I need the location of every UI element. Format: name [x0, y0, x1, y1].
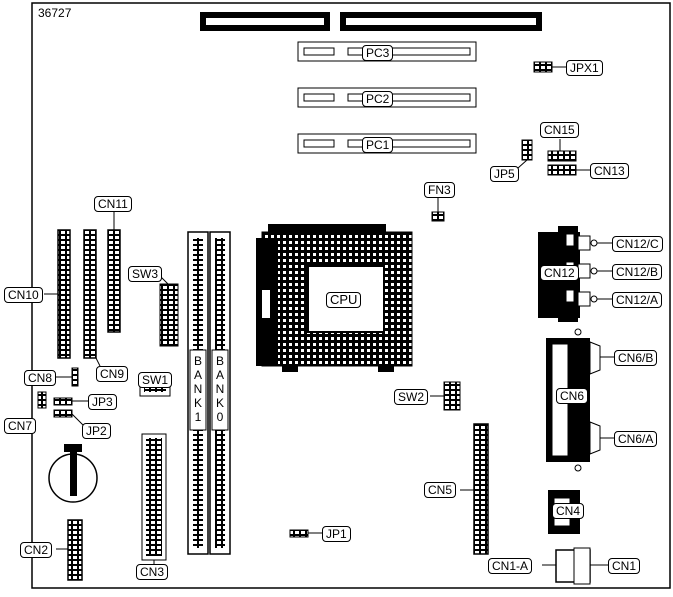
- cn15-header: [547, 150, 577, 162]
- cn5-header: [473, 423, 489, 555]
- label-cn12c: CN12/C: [612, 236, 663, 252]
- label-sw1: SW1: [138, 372, 173, 388]
- figure-id: 36727: [38, 6, 72, 20]
- jpx1-jumper: [533, 61, 553, 73]
- label-cn3: CN3: [136, 564, 169, 580]
- cn10-header: [57, 229, 71, 359]
- cpu-socket: [256, 224, 413, 372]
- label-cpu: CPU: [326, 292, 362, 308]
- cn7-header: [37, 391, 47, 409]
- battery: [48, 444, 98, 503]
- label-sw2: SW2: [394, 389, 429, 405]
- label-amp: AMP: [238, 314, 252, 344]
- jp3-jumper: [53, 397, 73, 406]
- label-bank1: BANK1: [191, 354, 205, 424]
- jp5-jumper: [521, 139, 533, 161]
- label-cn13: CN13: [590, 163, 629, 179]
- cn2-header: [67, 519, 83, 581]
- label-cn11: CN11: [94, 196, 132, 212]
- label-cn8: CN8: [24, 370, 57, 386]
- label-cn6b: CN6/B: [614, 350, 658, 366]
- jp1-jumper: [289, 529, 309, 538]
- fn3-header: [431, 211, 445, 222]
- cn11-header: [107, 229, 121, 333]
- label-cn4: CN4: [552, 503, 585, 519]
- label-bank0: BANK0: [213, 354, 227, 424]
- cn9-header: [83, 229, 97, 359]
- label-pc1: PC1: [362, 137, 394, 153]
- label-jpx1: JPX1: [566, 60, 603, 76]
- label-cn6a: CN6/A: [614, 431, 658, 447]
- label-cn12b: CN12/B: [612, 264, 663, 280]
- label-cn12a: CN12/A: [612, 292, 663, 308]
- label-cn12: CN12: [540, 265, 579, 281]
- label-cn2: CN2: [20, 542, 53, 558]
- sw3-switch: [159, 283, 179, 347]
- label-cn5: CN5: [424, 482, 457, 498]
- cn8-header: [71, 367, 79, 387]
- sw2-switch: [443, 381, 461, 411]
- label-jp2: JP2: [82, 423, 111, 439]
- label-cn7: CN7: [4, 418, 37, 434]
- label-jp1: JP1: [322, 526, 351, 542]
- label-cn10: CN10: [4, 287, 43, 303]
- label-cn6: CN6: [556, 388, 589, 404]
- label-jp3: JP3: [88, 394, 117, 410]
- cn13-header: [547, 164, 577, 176]
- label-sw3: SW3: [128, 266, 163, 282]
- label-cn15: CN15: [540, 122, 579, 138]
- label-pc3: PC3: [362, 45, 394, 61]
- label-fn3: FN3: [424, 182, 455, 198]
- jp2-jumper: [53, 409, 73, 418]
- label-cn1: CN1: [608, 558, 641, 574]
- label-cn1a: CN1-A: [488, 558, 533, 574]
- label-cn9: CN9: [96, 366, 129, 382]
- cn1-connector: [542, 547, 608, 585]
- label-jp5: JP5: [490, 166, 519, 182]
- label-pc2: PC2: [362, 91, 394, 107]
